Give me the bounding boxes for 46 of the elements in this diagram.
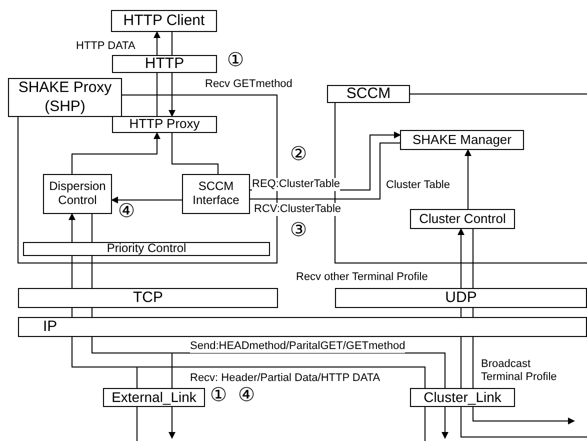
layer-box: IP — [18, 317, 587, 337]
layer-box: SHAKE Manager — [400, 130, 524, 150]
connector-line — [156, 72, 158, 116]
arrow — [154, 31, 160, 56]
edge-label: Send:HEADmethod/ParitalGET/GETmethod — [190, 340, 406, 353]
component-label: SHAKE Proxy (SHP) — [8, 78, 122, 117]
layer-box: SCCM Interface — [182, 174, 250, 214]
connector-line — [460, 308, 462, 318]
layer-box: Dispersion Control — [43, 174, 112, 214]
step-number: ④ — [118, 202, 135, 221]
connector-line — [136, 406, 138, 441]
arrow — [72, 132, 160, 174]
component-label: SCCM — [327, 85, 410, 103]
layer-box: TCP — [18, 288, 278, 308]
arrow — [168, 72, 176, 117]
edge-label: RCV:ClusterTable — [254, 203, 342, 216]
arrow — [472, 406, 575, 424]
layer-box: External_Link — [103, 388, 205, 407]
arrow — [464, 149, 472, 210]
arrow — [111, 196, 182, 204]
step-number: ① — [210, 386, 227, 405]
step-number: ② — [290, 145, 307, 164]
layer-box: HTTP — [112, 55, 217, 73]
step-number: ① — [227, 51, 244, 70]
edge-label: REQ:ClusterTable — [252, 178, 340, 191]
layer-box: Cluster Control — [410, 209, 515, 229]
arrow — [68, 213, 76, 242]
connector-line — [250, 142, 400, 200]
connector-line — [460, 406, 587, 438]
layer-box: Cluster_Link — [410, 388, 515, 407]
layer-box: HTTP Client — [111, 10, 217, 32]
arrow — [168, 406, 176, 439]
connector-line — [424, 406, 426, 441]
step-number: ③ — [290, 221, 307, 240]
step-number: ④ — [238, 386, 255, 405]
connector-line — [472, 308, 474, 318]
connector-line — [472, 228, 474, 288]
connector-line — [172, 132, 218, 174]
layer-box: HTTP Proxy — [112, 116, 217, 133]
connector-line — [472, 336, 474, 388]
arrow — [442, 406, 448, 439]
layer-box: UDP — [335, 288, 587, 308]
note-text: Recv GETmethod — [205, 79, 292, 90]
layer-box: Priority Control — [23, 242, 270, 256]
arrow — [458, 228, 464, 288]
connector-line — [460, 336, 462, 388]
